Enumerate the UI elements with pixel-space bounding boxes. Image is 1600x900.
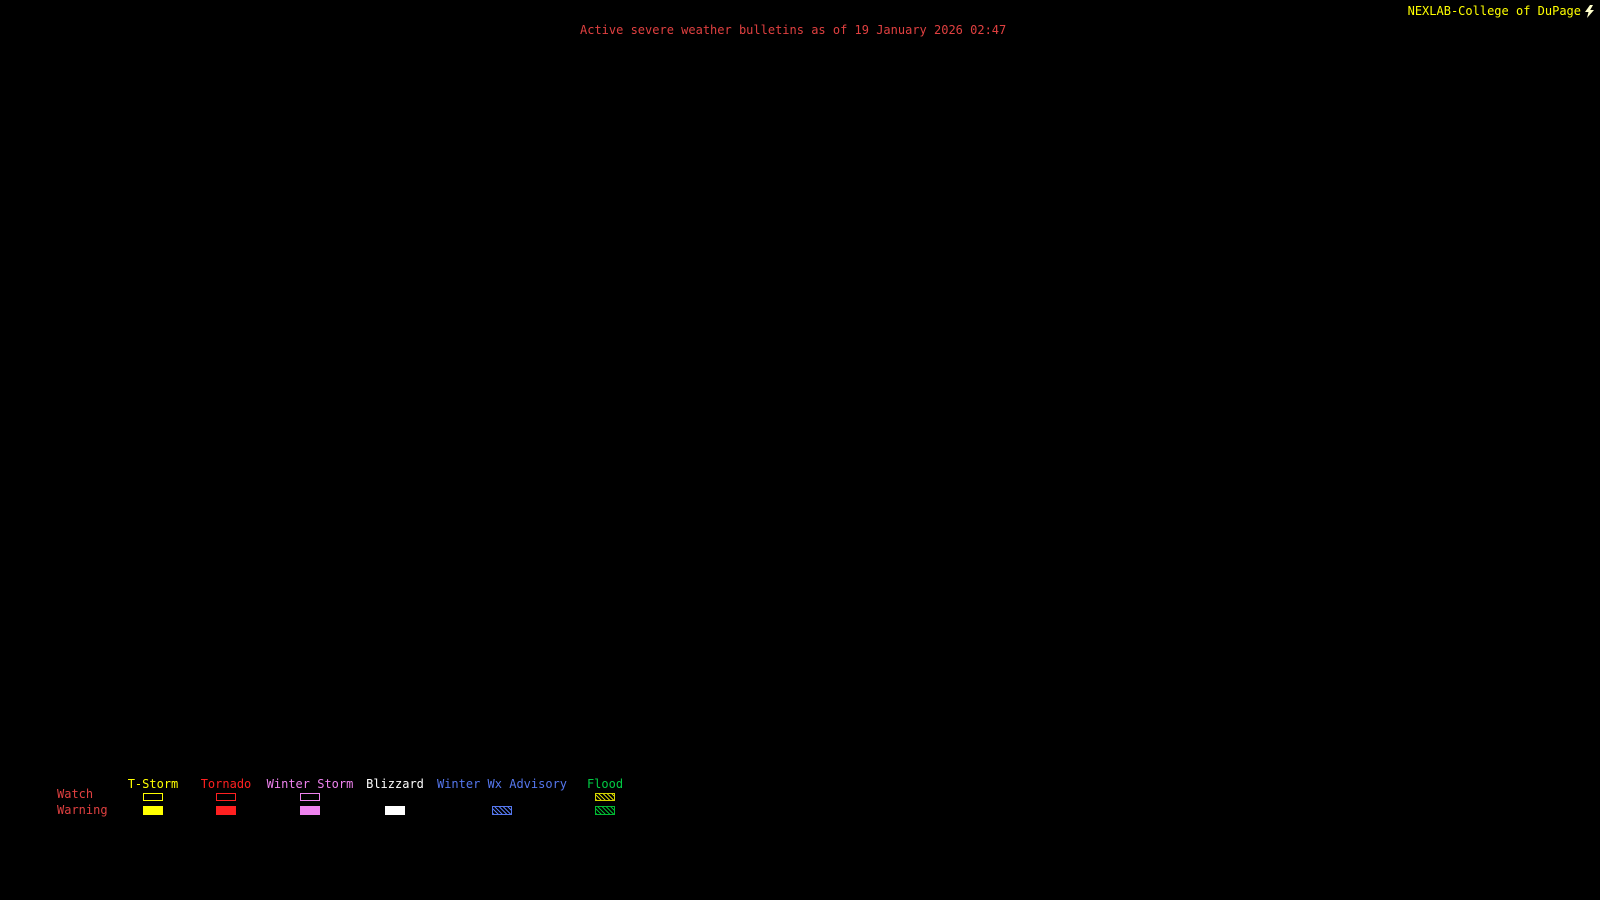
legend-column-label: Tornado	[200, 777, 252, 791]
legend-column-label: Winter Storm	[266, 777, 354, 791]
legend-column-winter-storm: Winter Storm	[245, 778, 375, 815]
legend-column-winter-wx-advisory: Winter Wx Advisory	[437, 778, 567, 815]
winter-wx-advisory-warning-swatch	[492, 806, 512, 815]
legend-column-tornado: Tornado	[161, 778, 291, 815]
tstorm-warning-swatch	[143, 806, 163, 815]
legend-watch-row-label: Watch	[57, 787, 94, 801]
legend: Watch Warning T-Storm Tornado Winter Sto…	[0, 778, 1600, 828]
legend-column-label: Winter Wx Advisory	[436, 777, 568, 791]
legend-column-label: Blizzard	[366, 777, 424, 791]
tornado-warning-swatch	[216, 806, 236, 815]
legend-column-tstorm: T-Storm	[88, 778, 218, 815]
legend-column-blizzard: Blizzard	[330, 778, 460, 815]
legend-warning-row-label: Warning	[57, 803, 108, 817]
branding-text: NEXLAB-College of DuPage	[1407, 4, 1581, 18]
tornado-watch-swatch	[216, 793, 236, 801]
page-title: Active severe weather bulletins as of 19…	[580, 23, 1007, 37]
lightning-icon	[1584, 4, 1595, 18]
branding: NEXLAB-College of DuPage	[1408, 4, 1595, 18]
legend-column-label: Flood	[586, 777, 624, 791]
legend-column-label: T-Storm	[127, 777, 179, 791]
blizzard-warning-swatch	[385, 806, 405, 815]
flood-watch-swatch	[595, 793, 615, 801]
legend-column-flood: Flood	[540, 778, 670, 815]
winter-storm-watch-swatch	[300, 793, 320, 801]
flood-warning-swatch	[595, 806, 615, 815]
tstorm-watch-swatch	[143, 793, 163, 801]
winter-storm-warning-swatch	[300, 806, 320, 815]
